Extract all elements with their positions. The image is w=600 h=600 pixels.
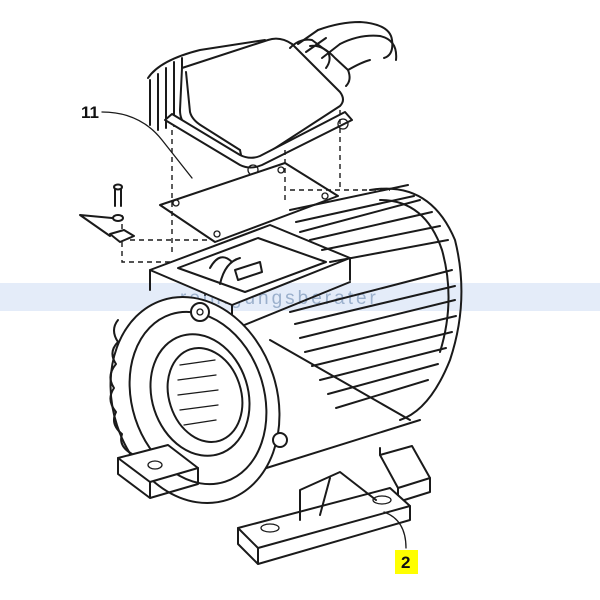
watermark: reinigungsberater	[0, 283, 600, 311]
callout-2-highlight	[395, 550, 418, 574]
callout-2: 2	[383, 511, 418, 574]
callout-2-label: 2	[401, 553, 410, 572]
callout-11: 11	[81, 103, 193, 179]
callout-11-label: 11	[81, 103, 99, 122]
terminal-box-lid	[147, 21, 398, 176]
screw-washer-nut	[79, 183, 135, 243]
watermark-band	[0, 283, 600, 311]
mounting-feet-part-2	[117, 444, 431, 565]
callout-2-leader	[383, 511, 407, 549]
callout-11-leader	[101, 111, 193, 179]
gasket-part-11	[159, 162, 339, 243]
